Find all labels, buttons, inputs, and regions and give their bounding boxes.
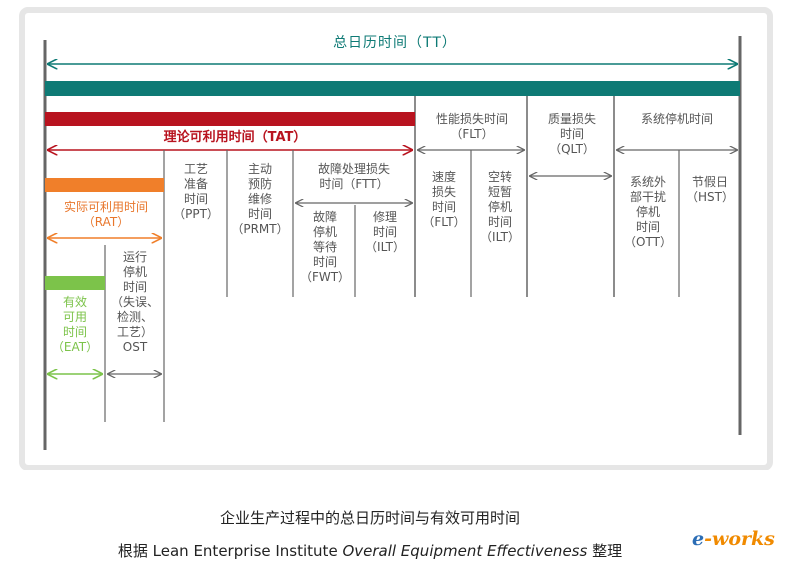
qlt-header: 质量损失 时间 （QLT）	[547, 112, 596, 156]
eat-bar	[45, 276, 105, 290]
caption-source-suffix: 整理	[587, 542, 623, 560]
ppt-label: 工艺 准备 时间 （PPT）	[173, 162, 219, 221]
flt-header: 性能损失时间 （FLT）	[435, 112, 508, 141]
eat-label: 有效 可用 时间 （EAT）	[51, 295, 99, 354]
speed-loss-label: 速度 损失 时间 （FLT）	[422, 170, 466, 229]
ilt-repair-label: 修理 时间 （ILT）	[365, 210, 405, 254]
hst-label: 节假日 （HST）	[686, 175, 734, 204]
caption-source: 根据 Lean Enterprise Institute Overall Equ…	[0, 540, 740, 561]
logo-e: e	[692, 528, 705, 550]
fwt-label: 故障 停机 等待 时间 （FWT）	[299, 210, 351, 284]
prmt-label: 主动 预防 维修 时间 （PRMT）	[231, 162, 289, 236]
diagram-canvas	[19, 7, 773, 471]
ost-label: 运行 停机 时间 （失误、 检测、 工艺） OST	[110, 250, 159, 354]
logo-rest: -works	[704, 528, 775, 550]
tt-label: 总日历时间（TT）	[333, 35, 457, 51]
diagram-frame: 总日历时间（TT） 理论可利用时间（TAT） 性能损失时间 （FLT） 质量损失…	[19, 7, 773, 471]
caption-source-prefix: 根据 Lean Enterprise Institute	[117, 542, 343, 560]
system-stop-header: 系统停机时间	[640, 112, 713, 126]
ott-label: 系统外 部干扰 停机 时间 （OTT）	[624, 175, 672, 249]
tat-label: 理论可利用时间（TAT）	[163, 130, 307, 145]
caption-title: 企业生产过程中的总日历时间与有效可用时间	[219, 509, 520, 527]
idle-label: 空转 短暂 停机 时间 （ILT）	[480, 170, 520, 244]
rat-bar	[45, 178, 164, 192]
ftt-label: 故障处理损失 时间（FTT）	[317, 162, 390, 191]
rat-label: 实际可利用时间 （RAT）	[63, 200, 148, 229]
tt-bar	[45, 81, 740, 96]
caption-source-italic: Overall Equipment Effectiveness	[342, 542, 588, 560]
tat-bar	[45, 112, 415, 126]
eworks-logo: e-works	[692, 528, 775, 550]
